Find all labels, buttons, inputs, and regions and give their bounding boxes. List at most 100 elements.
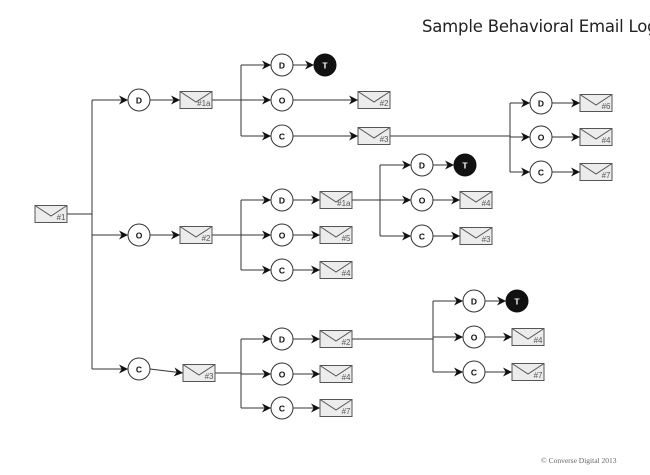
envelope-flap: [319, 330, 353, 342]
terminal-node: T: [313, 53, 337, 77]
envelope-flap: [179, 91, 213, 103]
action-circle: [410, 224, 434, 248]
terminal-label: T: [462, 161, 468, 171]
email-node: #7: [579, 163, 613, 181]
email-envelope-icon: [319, 399, 353, 417]
email-envelope-icon: [34, 205, 68, 223]
action-node-d: D: [462, 289, 486, 313]
action-label: D: [471, 297, 477, 307]
email-envelope-icon: [579, 128, 613, 146]
email-envelope-icon: [357, 127, 391, 145]
envelope-flap: [319, 399, 353, 411]
action-node-d: D: [270, 327, 294, 351]
email-id-label: #2: [342, 338, 351, 347]
edge-arrow: [149, 367, 184, 377]
email-id-label: #7: [342, 407, 351, 416]
action-circle: [410, 153, 434, 177]
action-label: C: [279, 404, 285, 414]
envelope-flap: [459, 227, 493, 239]
action-node-c: C: [270, 396, 294, 420]
action-node-o: O: [270, 362, 294, 386]
email-envelope-icon: [319, 330, 353, 348]
email-node: #4: [579, 128, 613, 146]
action-circle: [127, 88, 151, 112]
envelope-flap: [182, 364, 216, 376]
email-id-label: #4: [534, 336, 543, 345]
action-circle: [270, 362, 294, 386]
action-label: O: [279, 96, 286, 106]
envelope-flap: [319, 226, 353, 238]
email-node: #2: [179, 226, 213, 244]
action-circle: [270, 124, 294, 148]
envelope-flap: [579, 163, 613, 175]
envelope-flap: [459, 191, 493, 203]
email-envelope-icon: [319, 191, 353, 209]
action-circle: [410, 188, 434, 212]
terminal-circle: [313, 53, 337, 77]
action-node-o: O: [410, 188, 434, 212]
action-node-d: D: [127, 88, 151, 112]
action-label: O: [538, 133, 545, 143]
branch-connector: [352, 160, 411, 241]
terminal-label: T: [514, 297, 520, 307]
action-circle: [462, 289, 486, 313]
action-node-c: C: [529, 160, 553, 184]
email-envelope-icon: [579, 94, 613, 112]
action-circle: [270, 188, 294, 212]
branch-connector: [215, 334, 271, 413]
envelope-flap: [579, 94, 613, 106]
email-envelope-icon: [319, 261, 353, 279]
email-envelope-icon: [579, 163, 613, 181]
email-envelope-icon: [319, 226, 353, 244]
action-node-o: O: [462, 325, 486, 349]
email-id-label: #1a: [197, 99, 211, 108]
action-circle: [529, 125, 553, 149]
action-circle: [270, 88, 294, 112]
envelope-flap: [511, 328, 545, 340]
action-node-o: O: [270, 223, 294, 247]
action-node-c: C: [462, 360, 486, 384]
envelope-flap: [34, 205, 68, 217]
branch-connector: [212, 195, 271, 275]
email-node: #3: [459, 227, 493, 245]
email-node: #4: [319, 365, 353, 383]
email-node: #4: [459, 191, 493, 209]
envelope-flap: [511, 363, 545, 375]
email-envelope-icon: [511, 363, 545, 381]
action-node-o: O: [127, 223, 151, 247]
edges-layer: [67, 60, 580, 413]
email-node: #4: [319, 261, 353, 279]
envelope-flap: [319, 191, 353, 203]
branch-connector: [67, 95, 128, 374]
action-node-o: O: [270, 88, 294, 112]
envelope-flap: [319, 261, 353, 273]
action-circle: [462, 360, 486, 384]
email-id-label: #2: [202, 234, 211, 243]
branch-connector: [390, 98, 530, 177]
email-envelope-icon: [319, 365, 353, 383]
action-node-c: C: [410, 224, 434, 248]
action-label: O: [136, 231, 143, 241]
action-node-d: D: [410, 153, 434, 177]
email-node: #7: [511, 363, 545, 381]
copyright-notice: © Converse Digital 2013: [541, 456, 617, 465]
envelope-flap: [357, 91, 391, 103]
envelope-flap: [357, 127, 391, 139]
email-id-label: #5: [342, 234, 351, 243]
email-envelope-icon: [511, 328, 545, 346]
action-label: D: [279, 196, 285, 206]
action-node-d: D: [529, 91, 553, 115]
action-label: D: [279, 335, 285, 345]
action-label: C: [419, 232, 425, 242]
action-circle: [270, 258, 294, 282]
action-node-c: C: [270, 124, 294, 148]
email-node: #3: [357, 127, 391, 145]
action-circle: [270, 53, 294, 77]
action-label: O: [419, 196, 426, 206]
email-id-label: #1: [57, 213, 66, 222]
action-circle: [529, 160, 553, 184]
email-envelope-icon: [182, 364, 216, 382]
email-node: #5: [319, 226, 353, 244]
